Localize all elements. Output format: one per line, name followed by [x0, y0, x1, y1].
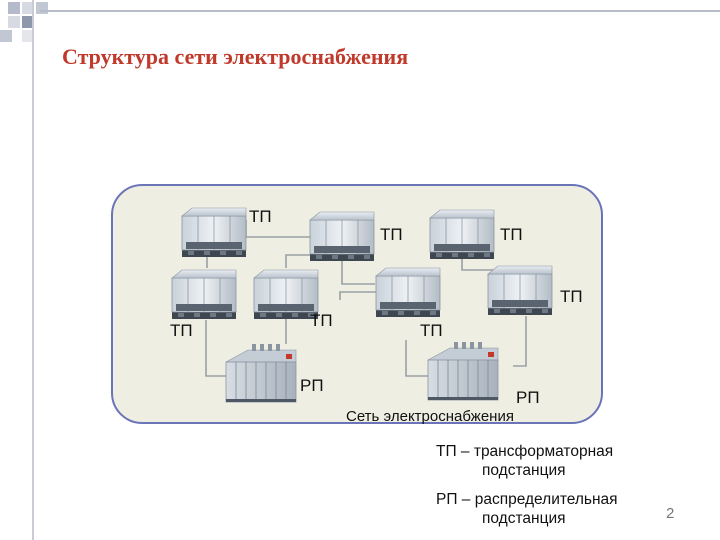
legend-tp: ТП – трансформаторная подстанция	[436, 442, 613, 480]
legend-tp-line1: ТП – трансформаторная	[436, 443, 614, 460]
tp-substation-icon	[181, 207, 247, 258]
tp-label: ТП	[420, 321, 443, 340]
tp-substation-icon	[171, 269, 237, 320]
tp-label: ТП	[170, 321, 193, 340]
tp-substation-icon	[309, 211, 375, 262]
tp-label: ТП	[310, 311, 333, 330]
side-rule	[32, 0, 34, 540]
tp-substation-icon	[253, 269, 319, 320]
page-number: 2	[666, 505, 675, 522]
rp-label: РП	[300, 376, 324, 395]
header-rule	[40, 10, 720, 12]
decorative-squares	[0, 2, 48, 42]
legend-rp: РП – распределительная подстанция	[436, 490, 618, 528]
legend-tp-line2: подстанция	[482, 462, 566, 479]
rp-label: РП	[516, 388, 540, 407]
network-caption: Сеть электроснабжения	[346, 408, 514, 425]
legend-rp-line1: РП – распределительная	[436, 491, 618, 508]
tp-label: ТП	[500, 225, 523, 244]
tp-substation-icon	[375, 267, 441, 318]
tp-label: ТП	[380, 225, 403, 244]
tp-substation-icon	[429, 209, 495, 260]
legend-rp-line2: подстанция	[482, 510, 566, 527]
tp-substation-icon	[487, 265, 553, 316]
slide-title: Структура сети электроснабжения	[62, 44, 409, 69]
tp-label: ТП	[249, 207, 272, 226]
tp-label: ТП	[560, 287, 583, 306]
